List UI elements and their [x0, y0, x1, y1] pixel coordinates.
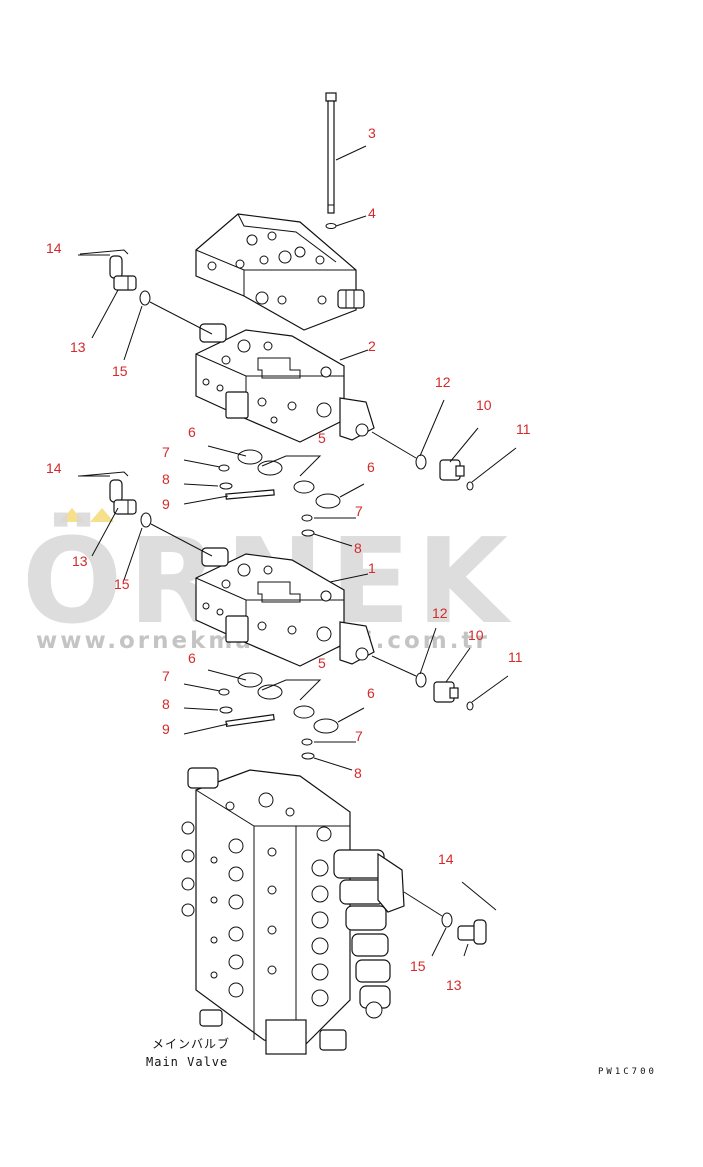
- callout-13: 13: [446, 977, 462, 993]
- o-ring-part-12-upper: [415, 454, 427, 470]
- callout-5: 5: [318, 430, 326, 446]
- callout-7: 7: [355, 728, 363, 744]
- callout-6: 6: [188, 424, 196, 440]
- o-ring-part-15-middle: [140, 512, 152, 528]
- callout-6: 6: [367, 459, 375, 475]
- callout-14: 14: [46, 460, 62, 476]
- callout-6: 6: [367, 685, 375, 701]
- callout-6: 6: [188, 650, 196, 666]
- callout-15: 15: [114, 576, 130, 592]
- plug-part-10-upper: [439, 459, 465, 481]
- callout-13: 13: [72, 553, 88, 569]
- callout-1: 1: [368, 560, 376, 576]
- callout-11: 11: [508, 649, 523, 665]
- callout-3: 3: [368, 125, 376, 141]
- top-cover-block: [195, 213, 365, 331]
- valve-section-1: [195, 547, 375, 667]
- elbow-fitting-13-lower: [457, 919, 487, 945]
- callout-9: 9: [162, 721, 170, 737]
- callout-14: 14: [46, 240, 62, 256]
- callout-4: 4: [368, 205, 376, 221]
- callout-15: 15: [410, 958, 426, 974]
- callout-13: 13: [70, 339, 86, 355]
- valve-section-2: [195, 323, 375, 443]
- callout-7: 7: [162, 668, 170, 684]
- wire-part-14-upper: [79, 249, 129, 255]
- callout-14: 14: [438, 851, 454, 867]
- callout-8: 8: [162, 696, 170, 712]
- callout-10: 10: [476, 397, 492, 413]
- elbow-fitting-13-upper: [109, 255, 137, 291]
- callout-2: 2: [368, 338, 376, 354]
- callout-8: 8: [162, 471, 170, 487]
- caption-japanese: メインバルブ: [152, 1036, 230, 1051]
- o-ring-part-15-lower: [441, 912, 453, 928]
- o-ring-part-11-upper: [466, 481, 474, 491]
- wire-part-14-lower: [461, 881, 497, 911]
- elbow-fitting-13-middle: [109, 479, 137, 515]
- callout-15: 15: [112, 363, 128, 379]
- callout-9: 9: [162, 496, 170, 512]
- figure-code: PW1C700: [598, 1067, 657, 1077]
- o-ring-part-11-lower: [466, 701, 474, 711]
- seal-cluster-lower: [218, 672, 339, 760]
- main-valve-assembly: [181, 767, 405, 1055]
- leader-lines: [78, 145, 517, 957]
- bolt-part-3: [325, 92, 337, 214]
- o-ring-part-15-upper: [139, 290, 151, 306]
- callout-7: 7: [162, 444, 170, 460]
- watermark-logo-mark: [90, 508, 114, 522]
- plug-part-10-lower: [433, 681, 459, 703]
- callout-7: 7: [355, 503, 363, 519]
- o-ring-part-12-lower: [415, 672, 427, 688]
- wire-part-14-middle: [79, 471, 129, 477]
- callout-8: 8: [354, 540, 362, 556]
- watermark-logo-mark: [60, 508, 84, 522]
- callout-8: 8: [354, 765, 362, 781]
- caption-english: Main Valve: [146, 1055, 228, 1069]
- callout-11: 11: [516, 421, 531, 437]
- washer-part-4: [325, 223, 337, 229]
- callout-12: 12: [435, 374, 451, 390]
- callout-5: 5: [318, 655, 326, 671]
- callout-12: 12: [432, 605, 448, 621]
- callout-10: 10: [468, 627, 484, 643]
- callouts: 3 4 14 13 15 2 12 10 11 6 5 7 8 9 6 7 14…: [46, 125, 531, 993]
- seal-cluster-upper: [218, 449, 341, 537]
